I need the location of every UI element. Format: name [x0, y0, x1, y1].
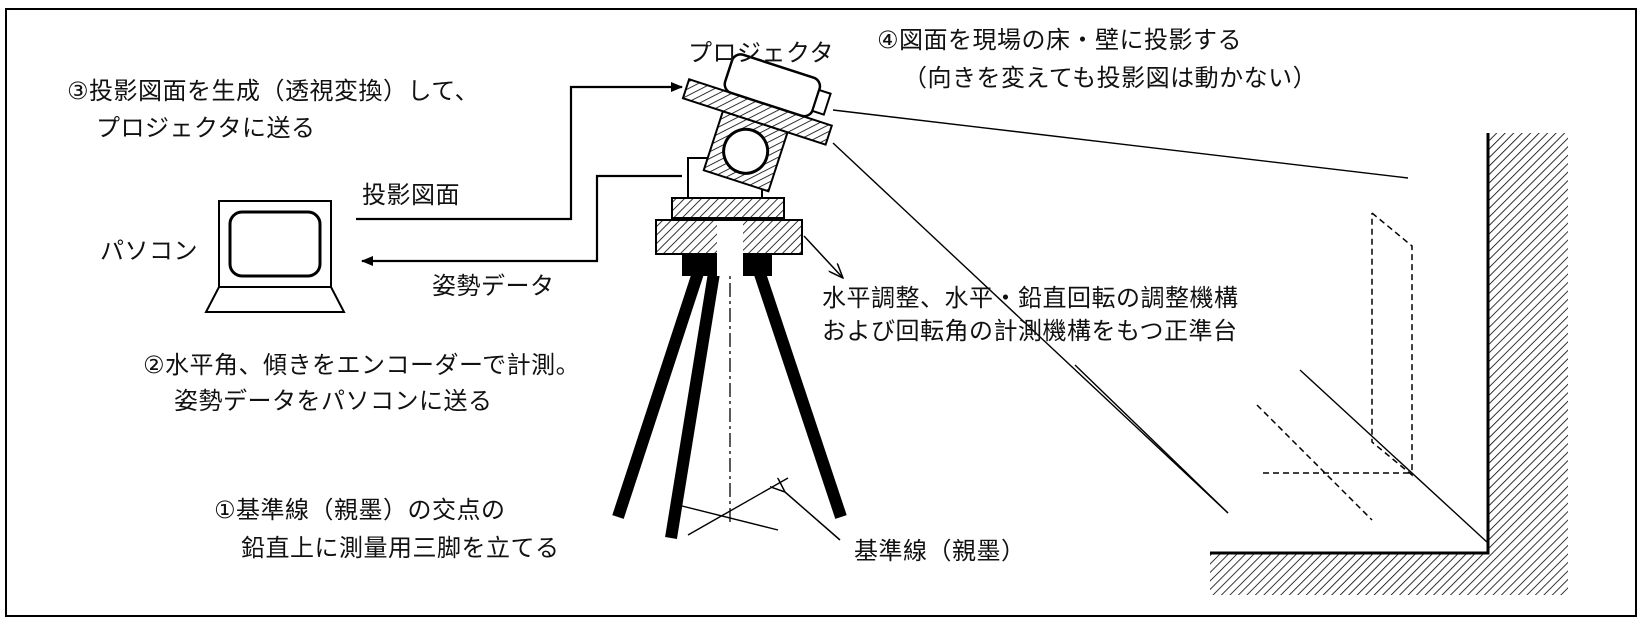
mechanism-leader-arrow	[803, 235, 843, 278]
laptop-computer-icon	[204, 200, 346, 313]
projection-drawing-label: 投影図面	[362, 181, 460, 209]
reference-line-label: 基準線（親墨）	[854, 537, 1026, 565]
wall-floor-edge	[1210, 133, 1490, 555]
pc-label: パソコン	[100, 237, 198, 265]
mechanism-line1: 水平調整、水平・鉛直回転の調整機構	[822, 284, 1239, 312]
wall-hatch	[1488, 133, 1568, 595]
step4-line1: ④図面を現場の床・壁に投影する	[877, 26, 1243, 54]
attitude-data-arrow	[361, 174, 682, 266]
projector-icon	[681, 53, 834, 193]
projection-lines	[832, 109, 1489, 544]
survey-tripod-icon	[612, 157, 847, 539]
projection-drawing-arrow	[356, 82, 683, 221]
step1-line2: 鉛直上に測量用三脚を立てる	[241, 534, 560, 562]
step2-line2: 姿勢データをパソコンに送る	[174, 387, 493, 415]
floor-hatch	[1210, 553, 1568, 595]
projected-drawing	[1256, 212, 1413, 521]
outer-frame	[5, 8, 1637, 617]
step4-line2: （向きを変えても投影図は動かない）	[903, 64, 1318, 92]
step3-line2: プロジェクタに送る	[96, 114, 316, 142]
reference-line-leader-arrow	[785, 492, 841, 541]
projector-label: プロジェクタ	[688, 39, 835, 67]
step1-line1: ①基準線（親墨）の交点の	[214, 496, 506, 524]
wall-floor	[1210, 133, 1568, 595]
mechanism-line2: および回転角の計測機構をもつ正準台	[822, 317, 1238, 345]
step3-line1: ③投影図面を生成（透視変換）して、	[67, 77, 480, 105]
step2-line1: ②水平角、傾きをエンコーダーで計測。	[143, 351, 581, 379]
attitude-data-label: 姿勢データ	[432, 272, 555, 300]
reference-line-cross	[677, 477, 789, 536]
